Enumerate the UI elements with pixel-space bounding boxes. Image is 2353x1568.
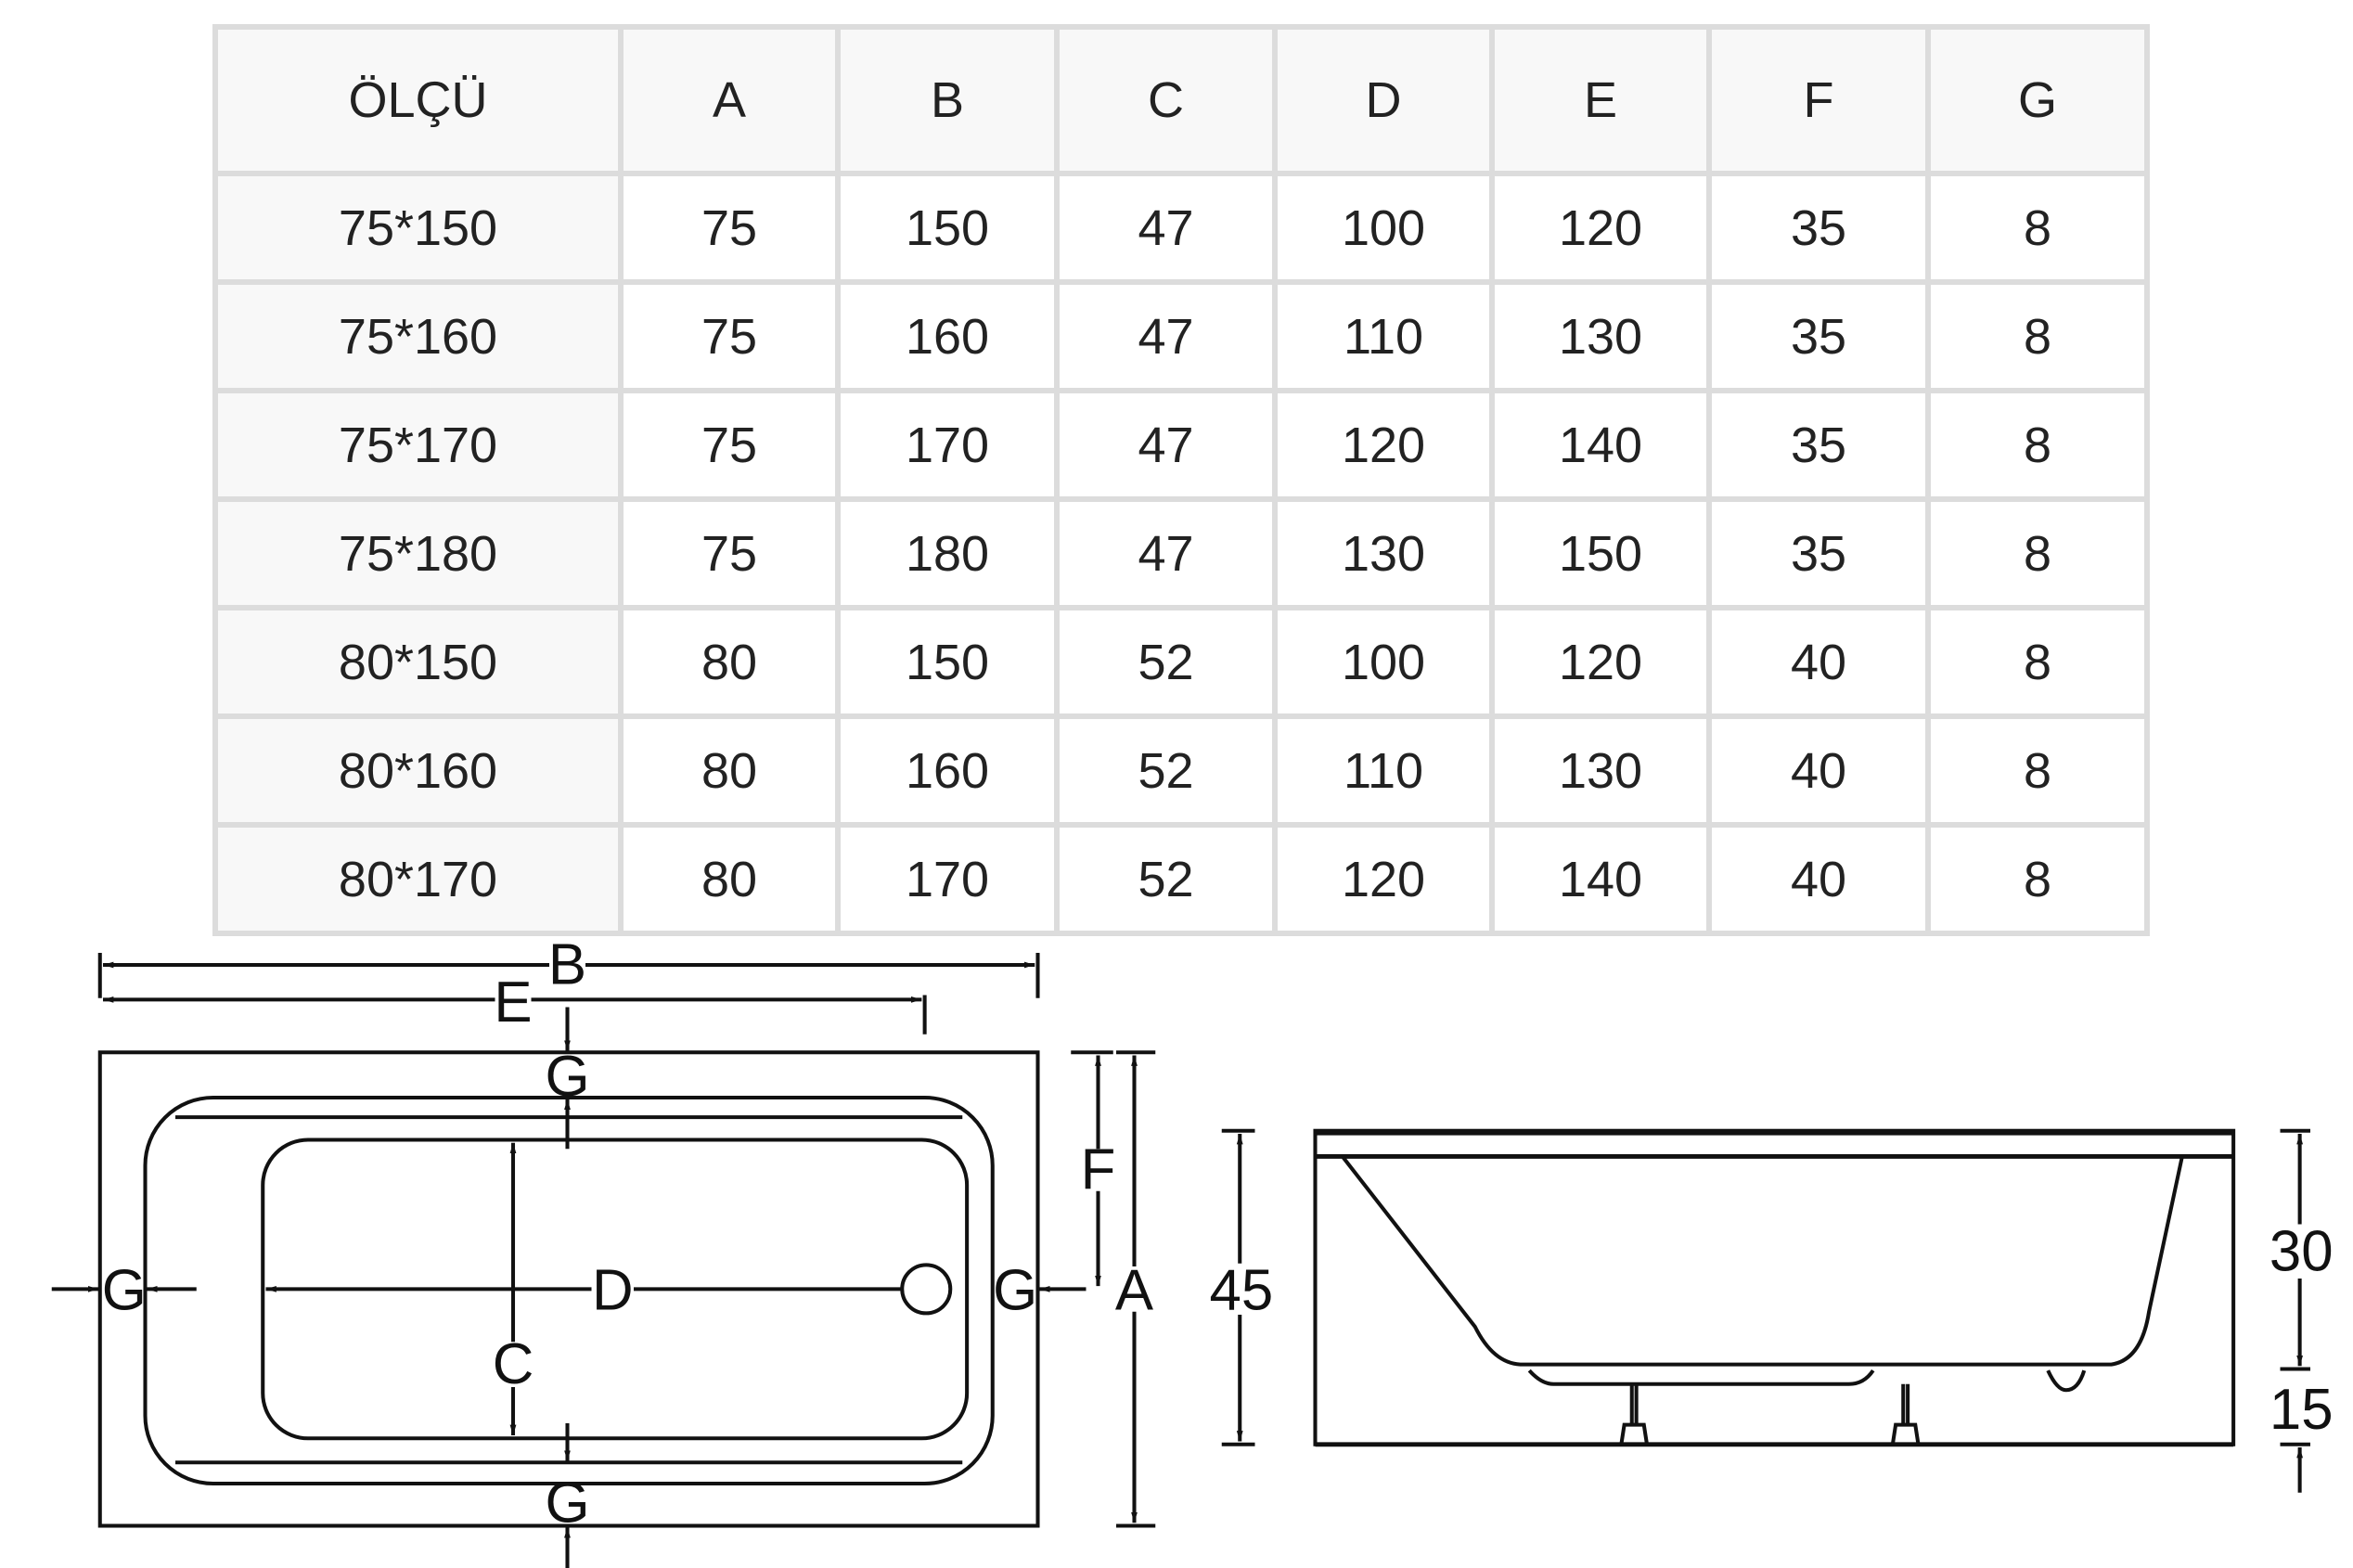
value-cell-c: 52 <box>1054 605 1278 719</box>
value-cell-d: 130 <box>1272 496 1495 610</box>
value-cell-c: 47 <box>1054 496 1278 610</box>
header-g: G <box>1925 24 2150 176</box>
value-cell-d: 120 <box>1272 388 1495 502</box>
value-cell-c: 52 <box>1054 713 1278 828</box>
value-cell-c: 47 <box>1054 171 1278 285</box>
header-c: C <box>1054 24 1278 176</box>
size-cell: 75*160 <box>212 279 624 393</box>
value-cell-b: 150 <box>835 171 1060 285</box>
size-cell: 80*170 <box>212 822 624 936</box>
label-g-bottom: G <box>545 1472 589 1536</box>
value-cell-c: 47 <box>1054 279 1278 393</box>
value-cell-a: 75 <box>618 171 841 285</box>
size-cell: 80*160 <box>212 713 624 828</box>
tub-side-panel <box>1313 1128 2236 1446</box>
leg-foot-2 <box>1890 1422 1921 1446</box>
value-cell-c: 47 <box>1054 388 1278 502</box>
side-view <box>1221 1128 2310 1493</box>
header-olcu: ÖLÇÜ <box>212 24 624 176</box>
value-cell-e: 120 <box>1489 171 1712 285</box>
tub-basin-outline <box>143 1095 995 1486</box>
value-cell-e: 140 <box>1489 388 1712 502</box>
header-f: F <box>1706 24 1931 176</box>
value-cell-g: 8 <box>1925 496 2150 610</box>
value-cell-g: 8 <box>1925 279 2150 393</box>
label-e: E <box>494 970 532 1035</box>
value-cell-d: 110 <box>1272 713 1495 828</box>
label-a: A <box>1115 1259 1154 1323</box>
table-header-row: ÖLÇÜ A B C D E F G <box>212 24 2150 176</box>
value-cell-a: 80 <box>618 713 841 828</box>
value-cell-e: 120 <box>1489 605 1712 719</box>
label-c: C <box>493 1332 534 1396</box>
label-height-30: 30 <box>2269 1219 2334 1283</box>
value-cell-g: 8 <box>1925 605 2150 719</box>
value-cell-c: 52 <box>1054 822 1278 936</box>
size-cell: 80*150 <box>212 605 624 719</box>
value-cell-g: 8 <box>1925 171 2150 285</box>
value-cell-a: 75 <box>618 388 841 502</box>
value-cell-f: 40 <box>1706 605 1931 719</box>
value-cell-a: 75 <box>618 279 841 393</box>
label-height-45: 45 <box>1210 1259 1274 1323</box>
value-cell-f: 40 <box>1706 713 1931 828</box>
label-height-15: 15 <box>2269 1378 2334 1442</box>
value-cell-e: 140 <box>1489 822 1712 936</box>
tub-outer-rim <box>97 1050 1040 1528</box>
drain-icon <box>900 1263 953 1316</box>
value-cell-f: 35 <box>1706 388 1931 502</box>
header-d: D <box>1272 24 1495 176</box>
label-f: F <box>1081 1138 1116 1202</box>
tub-floor-outline <box>261 1137 970 1441</box>
value-cell-b: 160 <box>835 713 1060 828</box>
leg-foot-1 <box>1619 1422 1650 1446</box>
value-cell-a: 75 <box>618 496 841 610</box>
value-cell-e: 150 <box>1489 496 1712 610</box>
value-cell-g: 8 <box>1925 388 2150 502</box>
top-view <box>51 953 1156 1568</box>
value-cell-b: 150 <box>835 605 1060 719</box>
value-cell-f: 35 <box>1706 171 1931 285</box>
value-cell-f: 40 <box>1706 822 1931 936</box>
header-b: B <box>835 24 1060 176</box>
value-cell-g: 8 <box>1925 822 2150 936</box>
label-g-top: G <box>545 1045 589 1109</box>
value-cell-f: 35 <box>1706 279 1931 393</box>
tub-profile <box>1341 1155 2184 1367</box>
value-cell-e: 130 <box>1489 713 1712 828</box>
value-cell-b: 160 <box>835 279 1060 393</box>
size-cell: 75*150 <box>212 171 624 285</box>
header-e: E <box>1489 24 1712 176</box>
value-cell-a: 80 <box>618 822 841 936</box>
value-cell-f: 35 <box>1706 496 1931 610</box>
label-d: D <box>592 1259 634 1323</box>
value-cell-d: 100 <box>1272 171 1495 285</box>
value-cell-d: 110 <box>1272 279 1495 393</box>
value-cell-b: 170 <box>835 388 1060 502</box>
value-cell-g: 8 <box>1925 713 2150 828</box>
label-b: B <box>548 933 586 997</box>
header-a: A <box>618 24 841 176</box>
value-cell-a: 80 <box>618 605 841 719</box>
value-cell-d: 100 <box>1272 605 1495 719</box>
size-cell: 75*180 <box>212 496 624 610</box>
value-cell-b: 180 <box>835 496 1060 610</box>
value-cell-b: 170 <box>835 822 1060 936</box>
value-cell-e: 130 <box>1489 279 1712 393</box>
label-g-left: G <box>102 1259 147 1323</box>
size-cell: 75*170 <box>212 388 624 502</box>
label-g-right: G <box>993 1259 1037 1323</box>
value-cell-d: 120 <box>1272 822 1495 936</box>
